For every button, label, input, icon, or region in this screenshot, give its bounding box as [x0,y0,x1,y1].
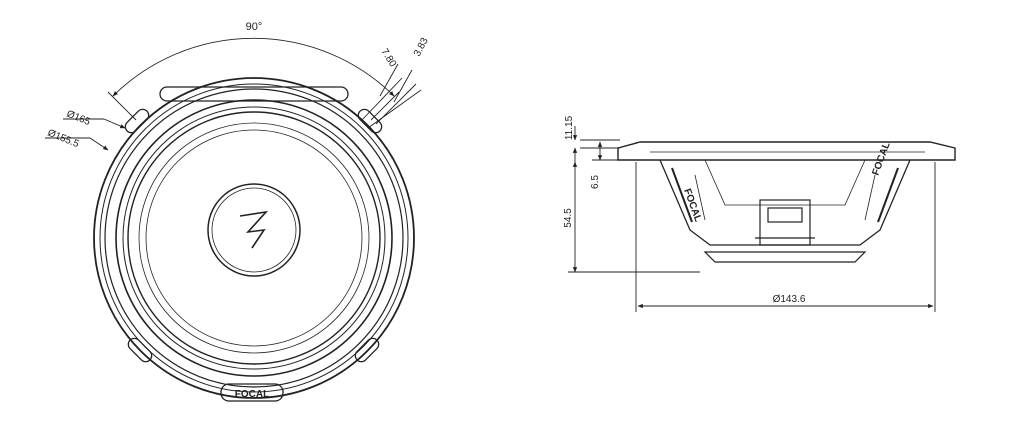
flange-height-label: 11.15 [564,115,575,140]
front-view: FOCAL 90° Ø165 Ø155.5 7.80 3.83 [45,21,431,402]
dim-mount-diameter [45,137,109,151]
mount-slot-bottom-left [127,337,153,363]
angle-label: 90° [246,21,263,33]
focal-badge: FOCAL [220,383,284,402]
mount-diameter-label: Ø155.5 [46,128,81,151]
motor [755,199,815,246]
side-view: FOCAL FOCAL 11.15 6.5 54.5 Ø143.6 [563,115,956,312]
dim-flange-thickness [592,141,620,161]
flange-thickness-label: 6.5 [590,175,601,189]
magnet-base [703,244,867,263]
dust-cap [207,183,301,277]
angle-dimension [107,37,400,121]
speaker-front-rings [93,77,415,399]
basket-logo-right: FOCAL [870,141,892,177]
focal-dustcap-logo-icon [239,210,269,249]
mount-depth-label: 54.5 [563,208,574,228]
focal-badge-text: FOCAL [235,389,269,400]
outer-diameter-label: Ø165 [65,109,92,129]
flange [617,141,956,161]
mount-slot-bottom-right [354,337,380,363]
basket-diameter-label: Ø143.6 [773,294,806,305]
dim-flange-height [572,126,620,162]
slot-width-label: 3.83 [412,36,431,59]
slot-length-label: 7.80 [378,47,398,70]
dim-slot [361,63,422,129]
dim-mount-depth [568,161,700,273]
dim-outer-diameter [63,118,126,129]
dim-basket-diameter [635,162,936,312]
